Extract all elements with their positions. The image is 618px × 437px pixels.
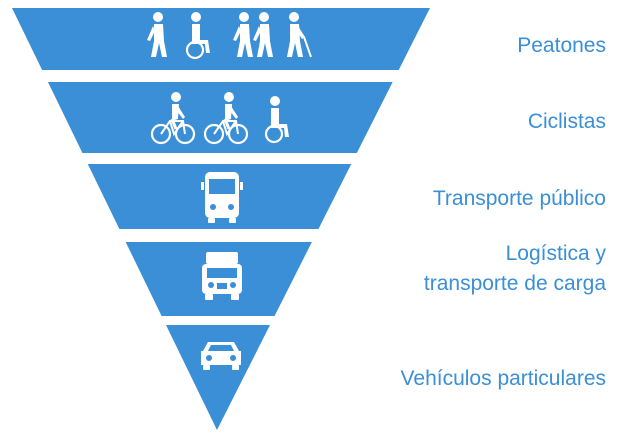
tier-label-5: Vehículos particulares — [401, 367, 606, 390]
tier-label-4-line-1: Logística y — [506, 242, 607, 265]
pyramid-tier-2 — [47, 82, 393, 153]
tier-label-1: Peatones — [517, 34, 606, 57]
tier-label-4-line-2: transporte de carga — [424, 272, 606, 295]
pyramid-tier-1 — [12, 8, 430, 70]
pyramid-tiers — [12, 8, 430, 430]
tier-label-2: Ciclistas — [528, 110, 606, 133]
tier-label-3: Transporte público — [433, 187, 606, 210]
truck-icon — [202, 252, 242, 300]
bus-icon — [201, 172, 243, 223]
pyramid-tier-5 — [165, 325, 270, 430]
